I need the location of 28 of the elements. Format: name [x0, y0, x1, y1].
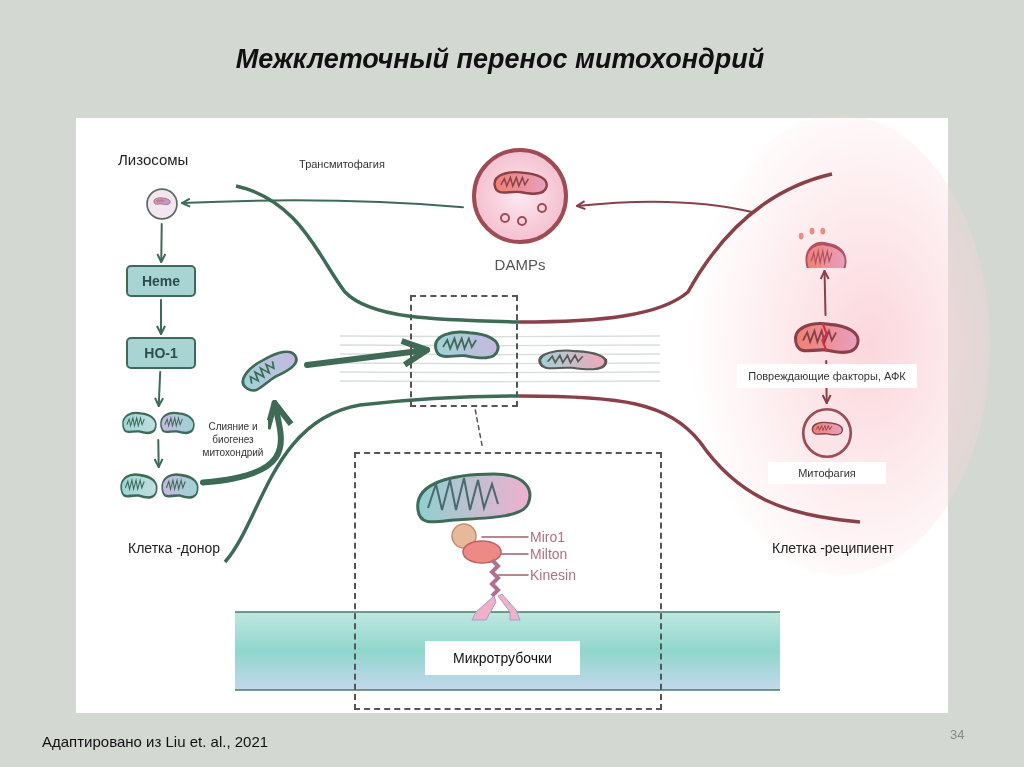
page-number: 34	[950, 727, 965, 742]
arrow	[181, 197, 464, 209]
arrow	[304, 338, 430, 369]
process-box: HO-1	[126, 337, 196, 369]
arrow	[154, 371, 165, 407]
edge-label: Повреждающие факторы, АФК	[737, 364, 917, 389]
protein-label: Miro1	[530, 528, 590, 546]
cell-label: Клетка -донор	[128, 540, 221, 556]
process-box: Heme	[126, 265, 196, 297]
dashed-frame	[410, 295, 518, 407]
dashed-frame	[354, 452, 662, 710]
leader-line	[481, 536, 529, 538]
edge-label: Трансмитофагия	[298, 157, 386, 172]
protein-label: Milton	[530, 545, 590, 563]
arrow	[576, 200, 753, 213]
arrow	[153, 439, 164, 468]
cell-label: Клетка -реципиент	[772, 540, 894, 556]
arrow	[156, 223, 167, 263]
caption-label: Митофагия	[768, 462, 886, 484]
leader-line	[497, 574, 529, 576]
slide-title: Межклеточный перенос митохондрий	[234, 44, 766, 75]
structure-label: Микротрубочки	[425, 641, 580, 675]
node-label: DAMPs	[493, 256, 547, 273]
arrow	[156, 299, 166, 335]
protein-label: Kinesin	[530, 566, 600, 584]
section-label: Лизосомы	[118, 151, 189, 168]
arrow	[200, 400, 295, 486]
source-caption: Адаптировано из Liu et. al., 2021	[42, 733, 269, 750]
